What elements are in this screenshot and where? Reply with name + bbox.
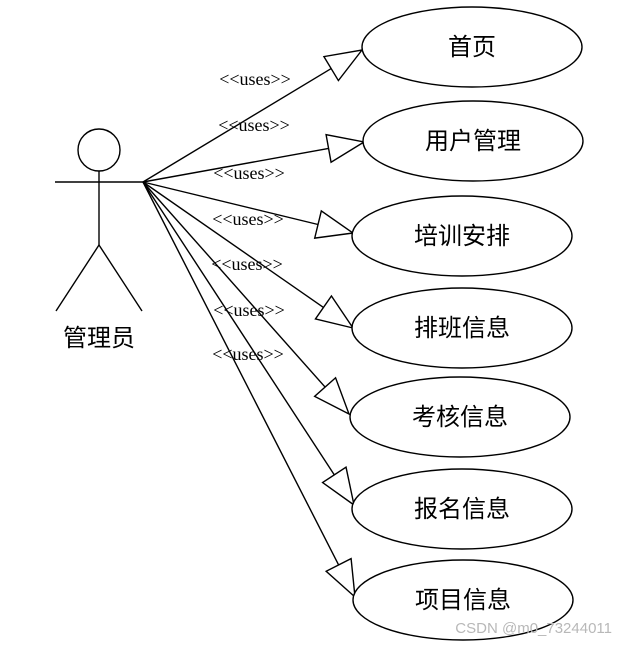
association-line xyxy=(142,147,329,183)
stereotype-label: <<uses>> xyxy=(212,344,284,364)
use-case-ellipse xyxy=(352,559,574,641)
stereotype-label: <<uses>> xyxy=(213,163,285,183)
use-case: 培训安排 xyxy=(351,195,573,277)
association-edges: <<uses>> <<uses>> <<uses>> <<uses>> <<uses>>… xyxy=(142,49,366,599)
association-line xyxy=(142,67,332,183)
use-case-label: 项目信息 xyxy=(415,586,511,614)
stereotype-label: <<uses>> xyxy=(211,254,283,274)
use-case: 考核信息 xyxy=(349,376,571,458)
use-case-ellipse xyxy=(351,195,573,277)
actor-label: 管理员 xyxy=(63,324,135,352)
use-case: 排班信息 xyxy=(351,287,573,369)
watermark: CSDN @m0_73244011 xyxy=(455,620,612,637)
use-case-ellipse xyxy=(362,100,584,182)
association-line xyxy=(142,181,319,226)
arrowhead xyxy=(321,466,356,507)
use-case: 项目信息 xyxy=(352,559,574,641)
stereotype-label: <<uses>> xyxy=(212,209,284,229)
use-case: 用户管理 xyxy=(362,100,584,182)
arrowhead xyxy=(325,133,366,164)
stereotype-label: <<uses>> xyxy=(213,300,285,320)
use-case-label: 培训安排 xyxy=(414,222,510,250)
use-case: 首页 xyxy=(361,6,583,88)
arrowhead xyxy=(322,49,364,82)
arrowhead xyxy=(313,209,355,239)
actor-left-leg xyxy=(55,244,100,312)
arrowhead xyxy=(324,557,356,599)
actor-figure xyxy=(55,128,143,312)
actor-head xyxy=(77,128,121,172)
use-case-label: 报名信息 xyxy=(414,495,510,523)
actor-right-leg xyxy=(98,244,143,312)
use-case-label: 排班信息 xyxy=(414,314,510,342)
association-line xyxy=(142,181,335,476)
use-case-label: 用户管理 xyxy=(425,127,521,155)
use-case-label: 考核信息 xyxy=(412,403,508,431)
association-line xyxy=(142,181,326,388)
use-case-ellipse xyxy=(349,376,571,458)
use-case-ellipse xyxy=(361,6,583,88)
use-case-label: 首页 xyxy=(448,33,496,61)
association-line xyxy=(142,181,340,566)
arrowhead xyxy=(313,376,351,416)
arrowhead xyxy=(314,294,355,330)
use-case-ellipse xyxy=(351,468,573,550)
use-case: 报名信息 xyxy=(351,468,573,550)
stereotype-label: <<uses>> xyxy=(218,115,290,135)
association-line xyxy=(142,181,324,309)
use-case-ellipse xyxy=(351,287,573,369)
stereotype-label: <<uses>> xyxy=(219,69,291,89)
